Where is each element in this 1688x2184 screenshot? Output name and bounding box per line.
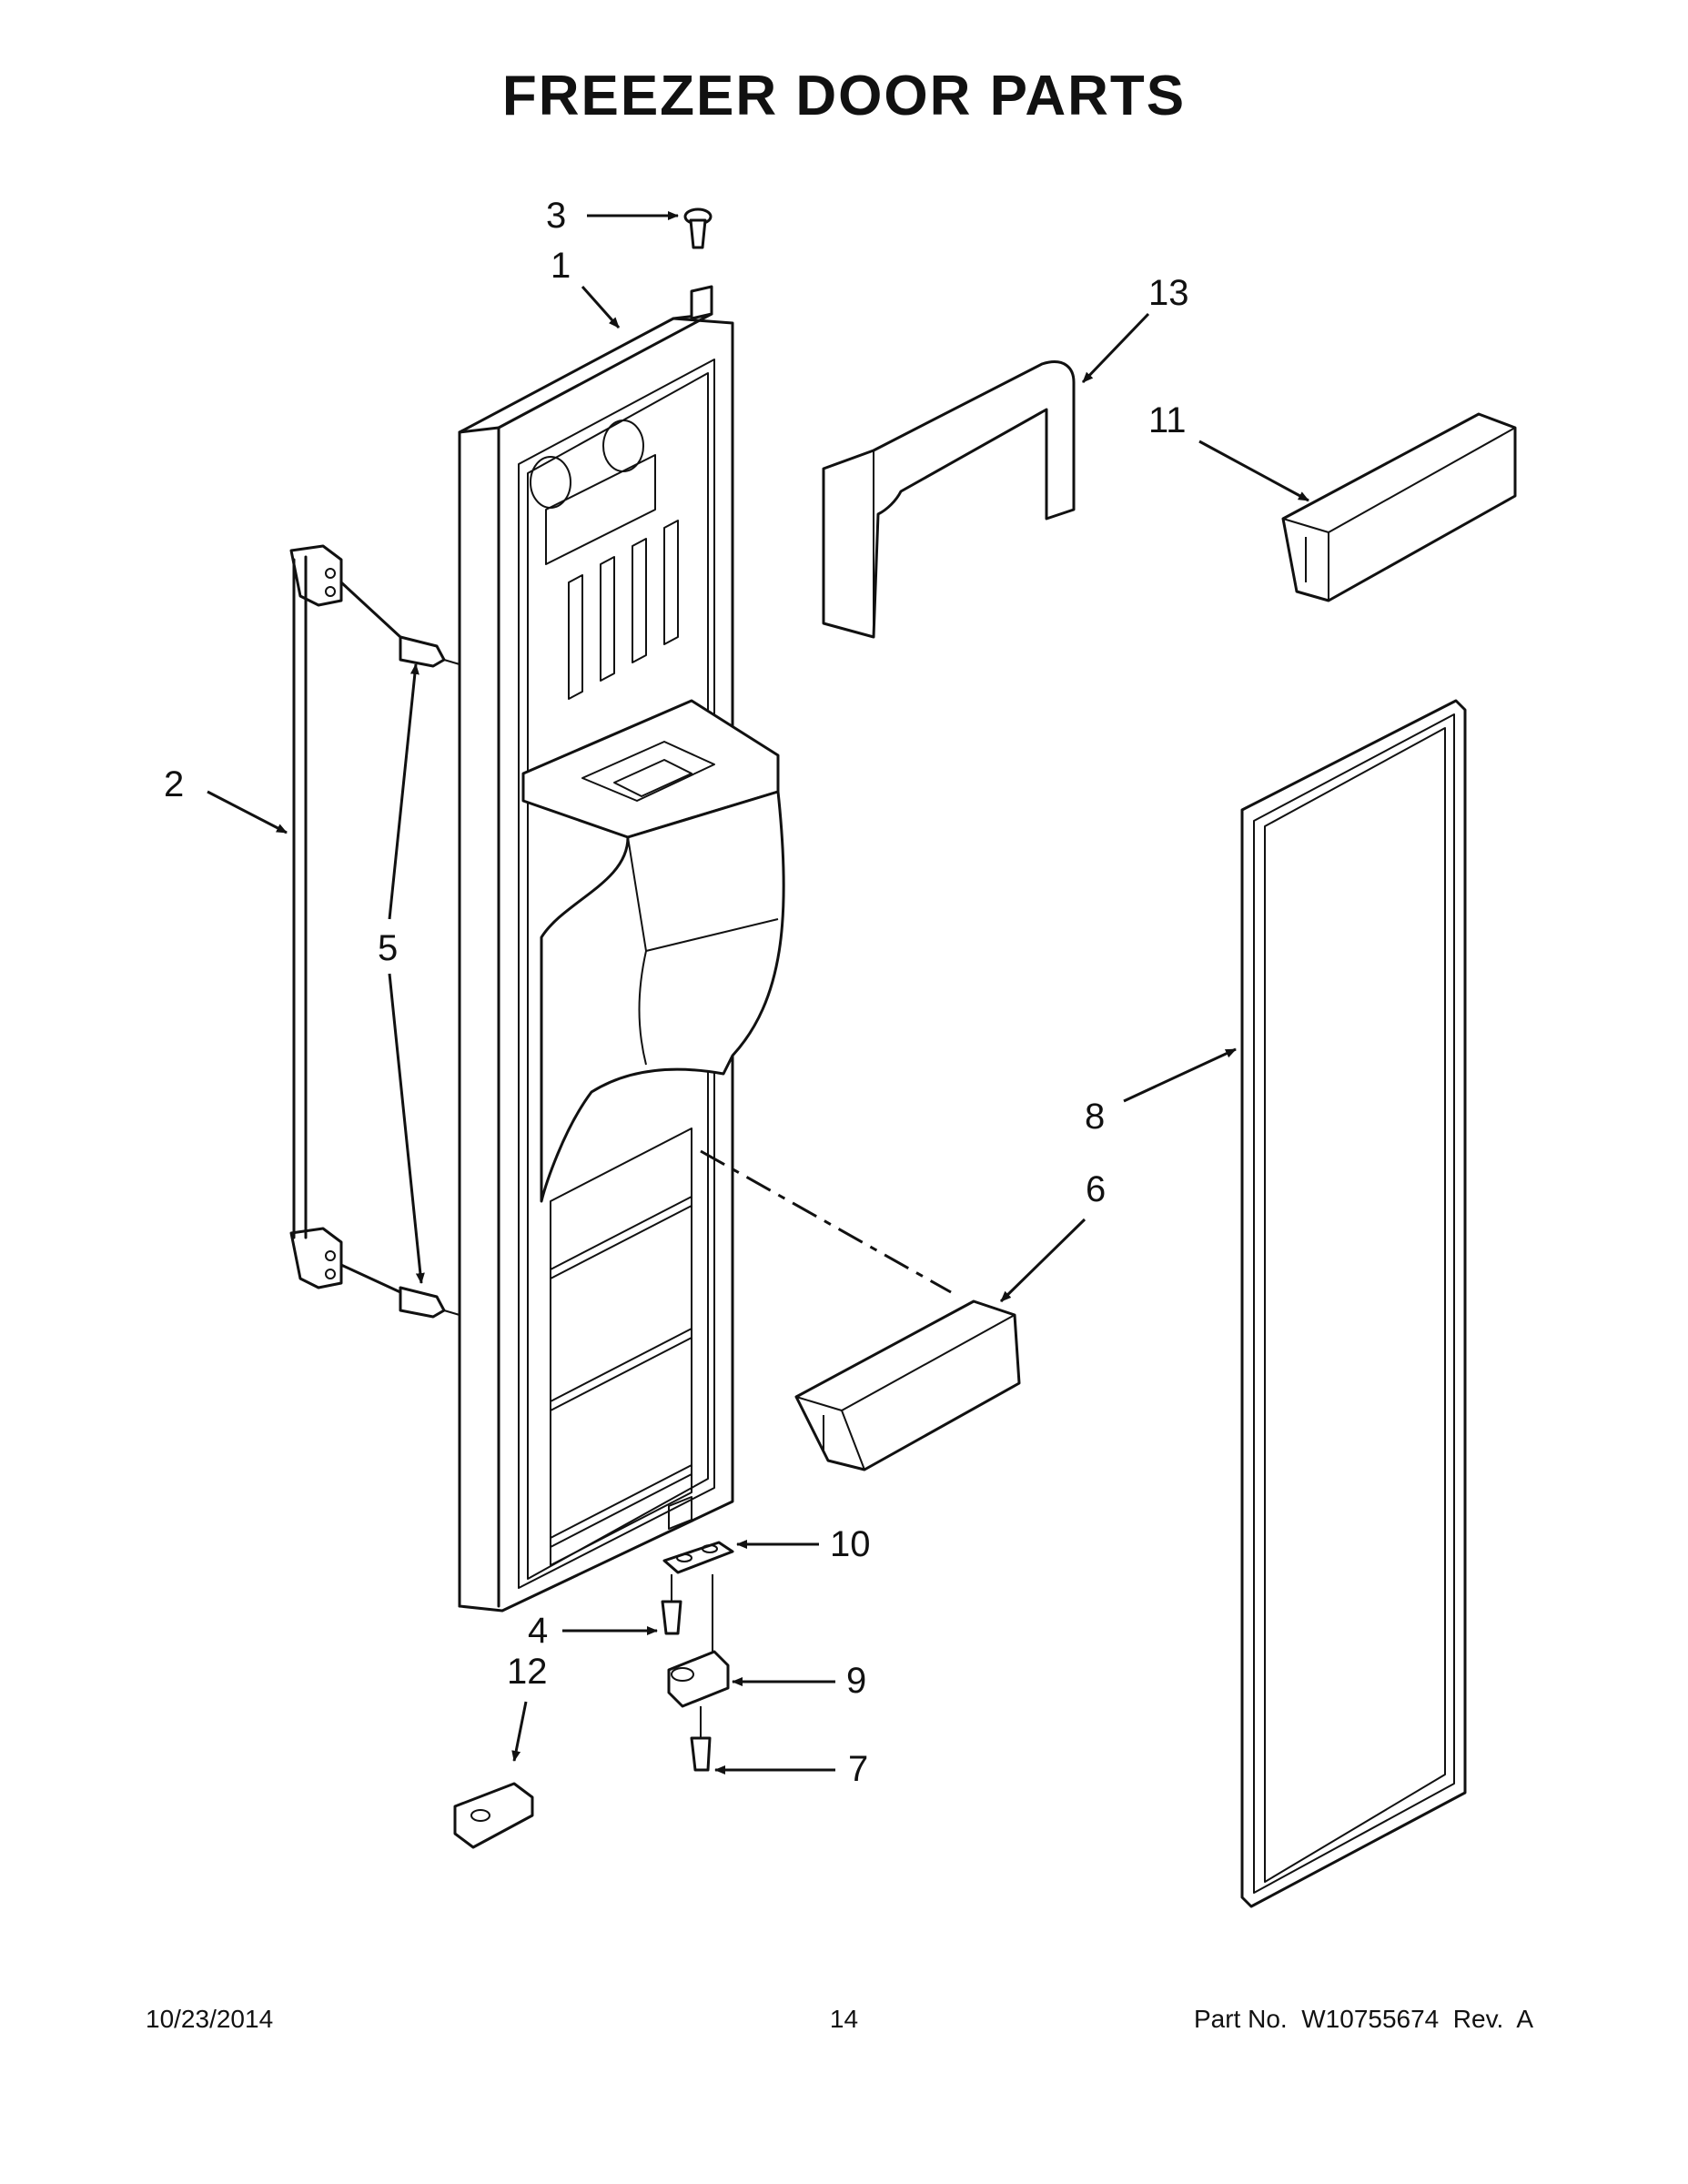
callout-13-label: 13 [1148, 273, 1189, 313]
callout-5: 5 [378, 663, 425, 1284]
door-liner-part [458, 285, 785, 1613]
callout-7: 7 [714, 1749, 868, 1789]
callout-12-label: 12 [507, 1652, 548, 1692]
door-handle-part [289, 544, 402, 1294]
callout-2-label: 2 [164, 764, 184, 804]
callout-3-label: 3 [546, 196, 566, 236]
callout-10-label: 10 [830, 1524, 871, 1564]
footer-date: 10/23/2014 [146, 2005, 274, 2033]
callout-1: 1 [551, 246, 621, 329]
callout-11: 11 [1148, 400, 1309, 502]
door-hinge-part [667, 1574, 730, 1708]
callout-2: 2 [164, 764, 288, 834]
callout-6: 6 [999, 1169, 1106, 1303]
callout-8-label: 8 [1085, 1097, 1105, 1137]
hinge-lower-screw-part [690, 1706, 712, 1772]
callout-4: 4 [528, 1611, 658, 1651]
callout-10: 10 [736, 1524, 871, 1564]
footer-page-number: 14 [829, 2005, 859, 2033]
callout-1-label: 1 [551, 246, 571, 286]
hinge-shim-part [453, 1782, 534, 1849]
footer-part-number: Part No. W10755674 Rev. A [1193, 2005, 1533, 2033]
hinge-plug-part [683, 207, 713, 249]
callout-6-label: 6 [1086, 1169, 1106, 1209]
callout-9: 9 [732, 1661, 866, 1701]
door-gasket-part [1240, 699, 1467, 1908]
bin-mount-line [700, 1149, 952, 1294]
upper-door-bin-part [1281, 412, 1517, 602]
hinge-bracket-part [662, 1541, 734, 1574]
lower-door-bin-part [794, 1299, 1021, 1471]
callout-5-label: 5 [378, 928, 398, 968]
hinge-screw-part [661, 1574, 682, 1635]
callout-9-label: 9 [846, 1661, 866, 1701]
callout-12: 12 [507, 1652, 548, 1762]
callout-3: 3 [546, 196, 679, 236]
callout-7-label: 7 [848, 1749, 868, 1789]
dispenser-cover-part [822, 360, 1076, 639]
callout-13: 13 [1081, 273, 1189, 384]
callout-8: 8 [1085, 1047, 1237, 1137]
callout-11-label: 11 [1148, 400, 1187, 440]
page-title: FREEZER DOOR PARTS [501, 65, 1187, 127]
handle-screws-part [399, 635, 460, 1319]
callout-4-label: 4 [528, 1611, 548, 1651]
